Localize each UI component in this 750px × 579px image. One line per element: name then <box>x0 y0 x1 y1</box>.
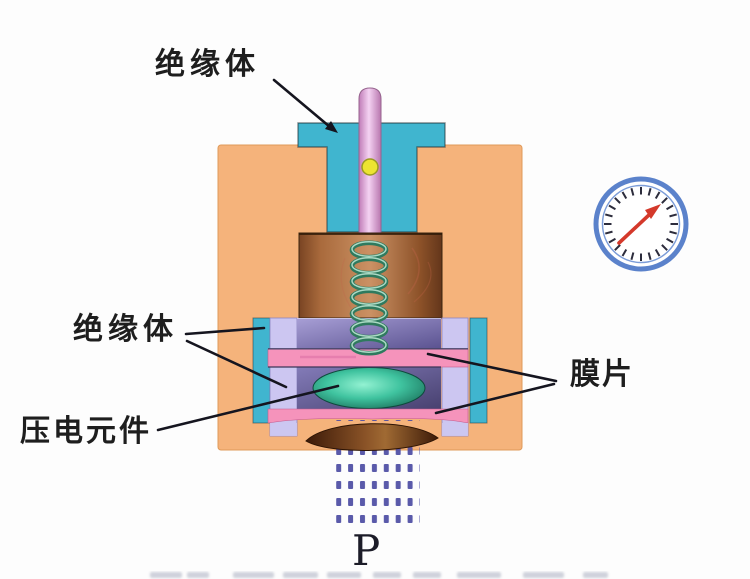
label-diaphragm: 膜片 <box>570 357 634 392</box>
label-insulator-left: 绝缘体 <box>73 312 178 347</box>
leader-arrowhead <box>325 121 338 133</box>
lavender-tab-left <box>270 423 297 436</box>
label-piezo-element: 压电元件 <box>20 414 152 449</box>
membrane-lower <box>267 408 469 424</box>
spring-coil <box>349 240 389 356</box>
contact-dot <box>361 158 379 176</box>
leader-membrane-upper <box>426 352 558 383</box>
leader-membrane-lower <box>434 382 556 415</box>
diaphragm-arch <box>305 423 439 451</box>
cutoff-caption-fragments <box>150 572 608 578</box>
leader-lines <box>156 78 558 432</box>
leader-insulator-left-b <box>185 339 288 389</box>
label-insulator-top: 绝缘体 <box>155 47 260 82</box>
gauge-needle <box>617 212 652 245</box>
gauge-ticks <box>604 187 678 261</box>
lavender-tab-right <box>442 423 468 436</box>
gauge-needle-head <box>645 204 661 219</box>
leader-piezo <box>156 384 340 432</box>
leader-insulator-left-a <box>184 326 266 336</box>
pressure-gauge-icon <box>593 176 689 272</box>
insulator-strip-cyan-right <box>469 317 488 424</box>
leader-insulator-top <box>272 78 332 129</box>
label-pressure-symbol: P <box>352 526 381 575</box>
membrane-upper <box>267 348 469 368</box>
